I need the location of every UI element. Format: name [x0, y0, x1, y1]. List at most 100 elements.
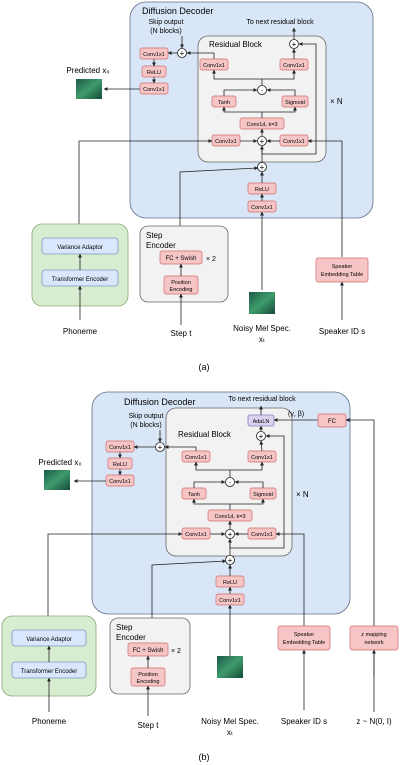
conv1x1-input-b-label: Conv1x1 — [219, 598, 241, 604]
diagram-a: Diffusion Decoder Skip output (N blocks)… — [31, 1, 374, 372]
speaker-id-label: Speaker ID s — [319, 327, 365, 336]
relu-skip-b-label: ReLU — [113, 462, 127, 468]
conv1x1-input-label: Conv1x1 — [251, 205, 273, 211]
speaker-table-b-label-2: Embedding Table — [283, 640, 325, 646]
fc-swish-label: FC + Swish — [166, 256, 197, 262]
sigmoid-b-label: Sigmoid — [253, 492, 273, 498]
diffusion-decoder-title: Diffusion Decoder — [142, 6, 213, 16]
step-encoder-title-2: Encoder — [146, 241, 176, 250]
skip-n-blocks-label: (N blocks) — [150, 28, 182, 35]
noisy-mel-label-b: Noisy Mel Spec. — [201, 717, 259, 726]
step-encoder-b-title-1: Step — [116, 623, 133, 632]
speaker-table-label-1: Speaker — [332, 264, 353, 270]
phoneme-label-b: Phoneme — [32, 717, 67, 726]
plus-icon: + — [260, 163, 265, 172]
conv1x1-cond-right-label: Conv1x1 — [283, 139, 305, 145]
conv1x1-res-right-b-label: Conv1x1 — [251, 455, 273, 461]
variance-adaptor-b-label: Variance Adaptor — [26, 637, 72, 643]
adaln-label: AdaLN — [253, 419, 270, 425]
skip-n-blocks-label-b: (N blocks) — [130, 422, 162, 429]
caption-a: (a) — [199, 362, 210, 372]
variance-adaptor-label: Variance Adaptor — [57, 245, 103, 251]
conv1x1-cond-left-label: Conv1x1 — [215, 139, 237, 145]
gate-multiply-op — [257, 85, 267, 95]
noisy-mel-symbol: xₜ — [259, 335, 265, 344]
noisy-mel-label: Noisy Mel Spec. — [233, 324, 291, 333]
predicted-x0-label: Predicted x₀ — [66, 66, 109, 75]
residual-block-title: Residual Block — [209, 40, 263, 49]
plus-icon: + — [228, 556, 233, 565]
step-t-label-b: Step t — [138, 721, 160, 730]
skip-sum-op — [177, 48, 187, 58]
predicted-x0-label-b: Predicted x₀ — [38, 458, 81, 467]
times-n-label-b: × N — [296, 490, 309, 499]
conv1x1-skip-bottom-b-label: Conv1x1 — [109, 479, 131, 485]
residual-sum-op-top-b — [256, 431, 266, 441]
encoding-label: Encoding — [170, 287, 193, 293]
phoneme-label: Phoneme — [63, 327, 98, 336]
transformer-encoder-b-label: Transformer Encoder — [21, 669, 77, 675]
step-encoder-title-1: Step — [146, 231, 163, 240]
residual-sum-op-bottom-b — [225, 529, 235, 539]
skip-output-label-b: Skip output — [128, 413, 163, 420]
conv1x1-skip-top-label: Conv1x1 — [143, 52, 165, 58]
tanh-b-label: Tanh — [188, 492, 200, 498]
skip-sum-op-b — [155, 442, 165, 452]
conv1d-label: Conv1d, k=3 — [246, 122, 277, 128]
predicted-spectrogram — [76, 79, 102, 99]
residual-sum-op-bottom — [257, 136, 267, 146]
diagram-b: Diffusion Decoder To next residual block… — [1, 391, 399, 762]
relu-skip-label: ReLU — [147, 70, 161, 76]
plus-icon: + — [259, 432, 264, 441]
z-mapping-label-2: network — [364, 640, 384, 646]
conv1x1-res-left-b-label: Conv1x1 — [185, 455, 207, 461]
speaker-embedding-box — [315, 257, 369, 283]
relu-input-label: ReLU — [255, 187, 269, 193]
conv1x1-skip-top-b-label: Conv1x1 — [109, 445, 131, 451]
dot-icon: · — [229, 478, 232, 487]
transformer-encoder-label: Transformer Encoder — [52, 277, 108, 283]
relu-input-b-label: ReLU — [223, 580, 237, 586]
conv1x1-res-right-label: Conv1x1 — [283, 63, 305, 69]
diffusion-decoder-title-b: Diffusion Decoder — [124, 397, 195, 407]
next-block-label: To next residual block — [246, 19, 314, 26]
conv1x1-res-left-label: Conv1x1 — [203, 63, 225, 69]
z-mapping-box — [349, 625, 399, 651]
times-2-b-label: × 2 — [171, 648, 181, 655]
predicted-spectrogram-b — [44, 470, 70, 490]
times-n-label: × N — [330, 97, 343, 106]
noisy-mel-spectrogram-b — [217, 656, 243, 678]
gamma-beta-label: (γ, β) — [288, 411, 304, 418]
position-b-label: Position — [138, 672, 158, 678]
plus-icon: + — [292, 40, 297, 49]
speaker-embedding-box-b — [277, 625, 331, 651]
speaker-id-label-b: Speaker ID s — [281, 717, 327, 726]
conv1x1-skip-bottom-label: Conv1x1 — [143, 87, 165, 93]
fc-label: FC — [328, 419, 337, 425]
step-t-label: Step t — [171, 329, 193, 338]
skip-output-label: Skip output — [148, 19, 183, 26]
step-encoder-b-title-2: Encoder — [116, 633, 146, 642]
z-dist-label: z ~ N(0, I) — [356, 717, 392, 726]
times-2-label: × 2 — [206, 256, 216, 263]
speaker-table-b-label-1: Speaker — [294, 632, 315, 638]
z-mapping-label-1: z mapping — [361, 632, 386, 638]
residual-sum-op-top — [289, 39, 299, 49]
conv1x1-cond-left-b-label: Conv1x1 — [185, 532, 207, 538]
dot-icon: · — [261, 86, 264, 95]
caption-b: (b) — [199, 752, 210, 762]
noisy-mel-symbol-b: xₜ — [227, 728, 233, 737]
tanh-label: Tanh — [218, 100, 230, 106]
plus-icon: + — [158, 443, 163, 452]
speaker-table-label-2: Embedding Table — [321, 272, 363, 278]
sigmoid-label: Sigmoid — [285, 100, 305, 106]
fc-swish-b-label: FC + Swish — [133, 648, 164, 654]
plus-icon: + — [228, 530, 233, 539]
next-block-label-b: To next residual block — [228, 396, 296, 403]
noisy-mel-spectrogram — [249, 292, 275, 314]
residual-block-title-b: Residual Block — [178, 430, 232, 439]
conv1x1-cond-right-b-label: Conv1x1 — [251, 532, 273, 538]
encoding-b-label: Encoding — [137, 679, 160, 685]
position-label: Position — [171, 280, 191, 286]
